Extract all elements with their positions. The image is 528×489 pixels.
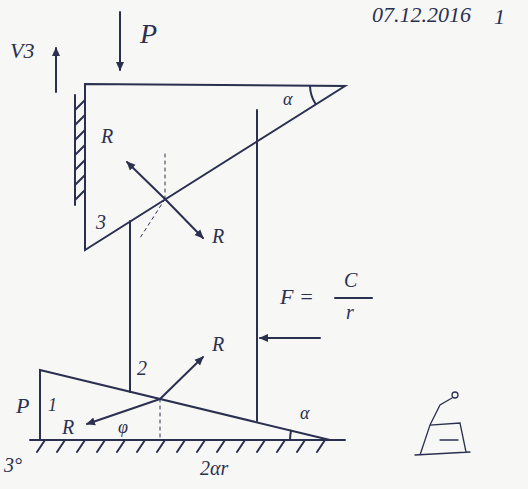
force-label: F = (280, 286, 314, 308)
force-label: V3 (10, 40, 34, 62)
part-number: 3 (96, 212, 106, 232)
reaction-label: R (62, 417, 74, 437)
part-number: 2 (137, 358, 147, 378)
angle-label: α (300, 404, 309, 422)
force-label: P (140, 20, 157, 48)
angle-label: φ (118, 418, 128, 436)
force-label: C (344, 270, 357, 290)
force-label: r (346, 302, 354, 322)
force-label: P (16, 395, 29, 417)
reaction-label: R (212, 334, 224, 354)
reaction-label: R (101, 126, 113, 146)
date-note: 07.12.2016 (372, 4, 471, 26)
angle-note: 3° (4, 455, 22, 475)
angle-label: α (283, 90, 292, 108)
reaction-label: R (212, 226, 224, 246)
dimension-label: 2αr (200, 458, 228, 478)
page-number: 1 (494, 6, 505, 28)
part-number: 1 (48, 396, 57, 414)
